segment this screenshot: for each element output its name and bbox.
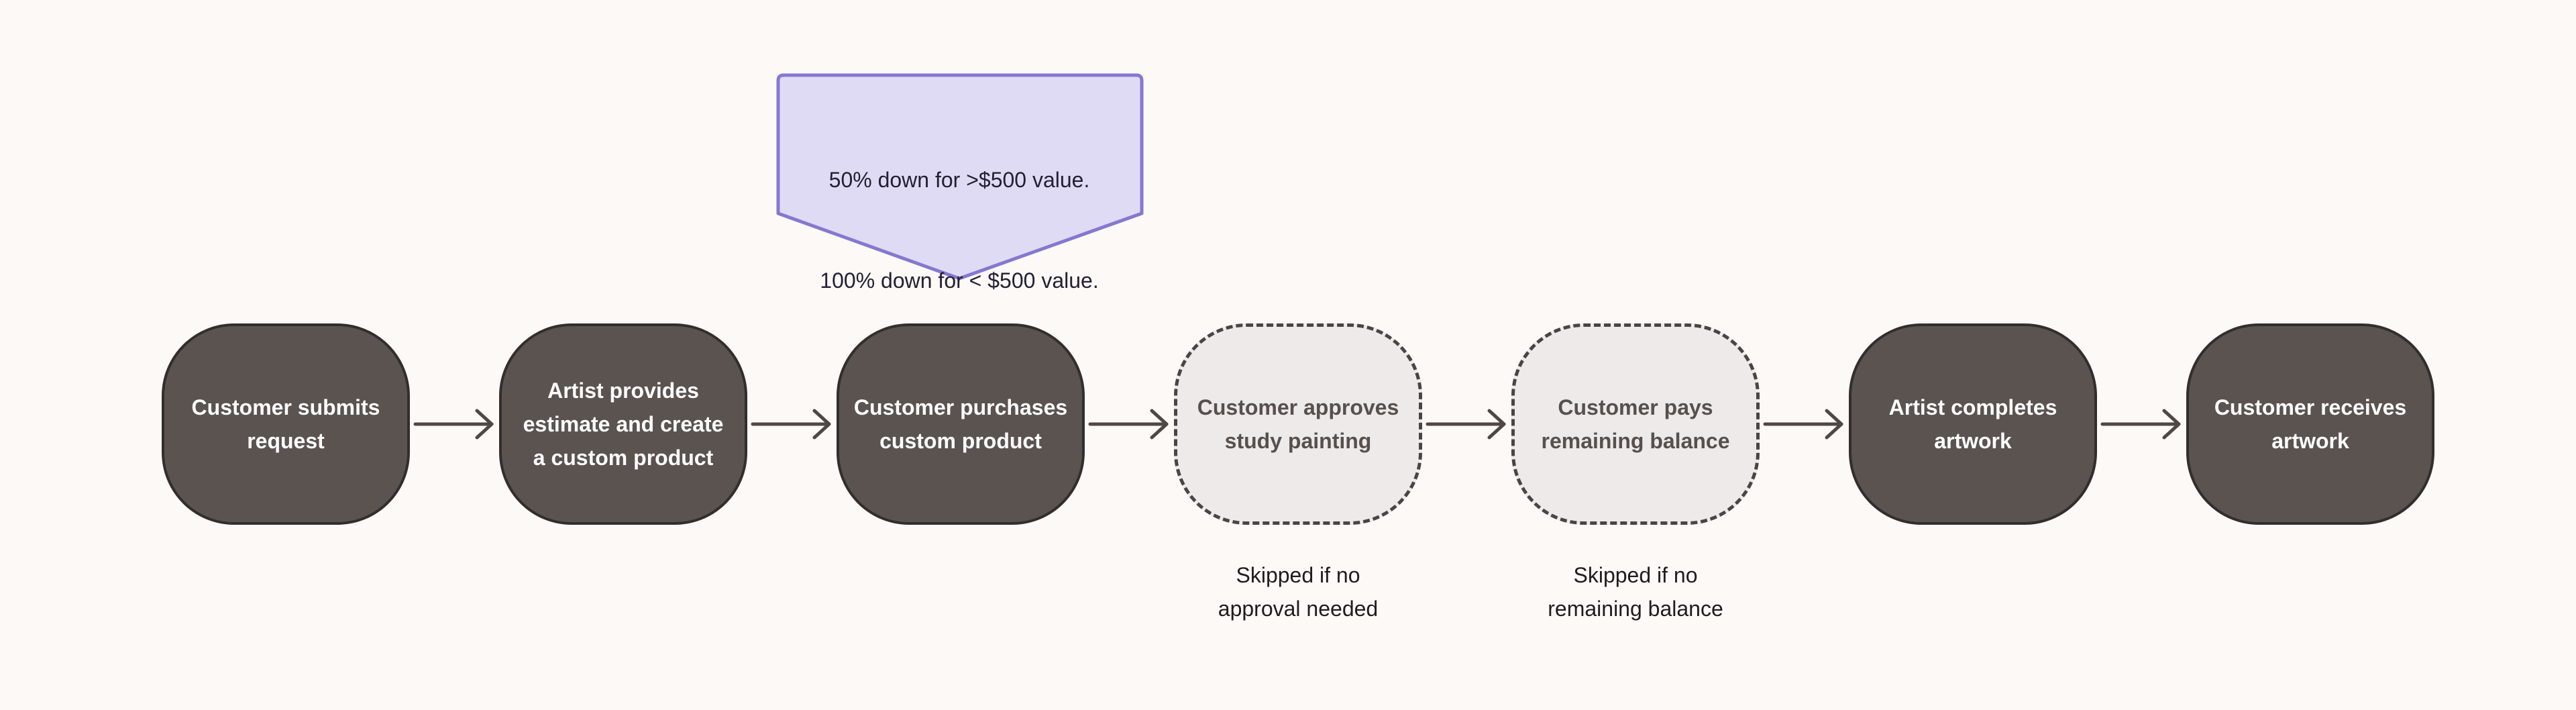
callout-line-2: 100% down for < $500 value. (820, 268, 1099, 293)
step-customer-pays-balance[interactable]: Customer pays remaining balance (1511, 323, 1760, 525)
step-label: Customer purchases custom product (853, 395, 1068, 453)
step-customer-receives-artwork[interactable]: Customer receives artwork (2186, 323, 2434, 525)
arrow-1 (413, 409, 494, 440)
arrow-2 (751, 409, 831, 440)
arrow-4 (1426, 409, 1506, 440)
step-customer-submits-request[interactable]: Customer submits request (162, 323, 410, 525)
step-customer-approves-study[interactable]: Customer approves study painting (1174, 323, 1422, 525)
callout-line-1: 50% down for >$500 value. (828, 168, 1090, 192)
note-skipped-approval: Skipped if no approval needed (1218, 563, 1379, 621)
step-label: Customer pays remaining balance (1541, 395, 1730, 453)
step-label: Artist completes artwork (1888, 395, 2057, 453)
step-label: Artist provides estimate and create a cu… (523, 378, 724, 470)
step-label: Customer receives artwork (2214, 395, 2407, 453)
arrow-3 (1088, 409, 1169, 440)
callout-text: 50% down for >$500 value. 100% down for … (778, 130, 1140, 297)
step-artist-completes-artwork[interactable]: Artist completes artwork (1849, 323, 2097, 525)
step-label: Customer submits request (191, 395, 380, 453)
step-customer-purchases-product[interactable]: Customer purchases custom product (837, 323, 1085, 525)
arrow-6 (2100, 409, 2181, 440)
note-skipped-balance: Skipped if no remaining balance (1548, 563, 1723, 621)
callout-shape (776, 73, 1144, 281)
arrow-5 (1763, 409, 1843, 440)
step-artist-provides-estimate[interactable]: Artist provides estimate and create a cu… (499, 323, 747, 525)
step-label: Customer approves study painting (1197, 395, 1399, 453)
